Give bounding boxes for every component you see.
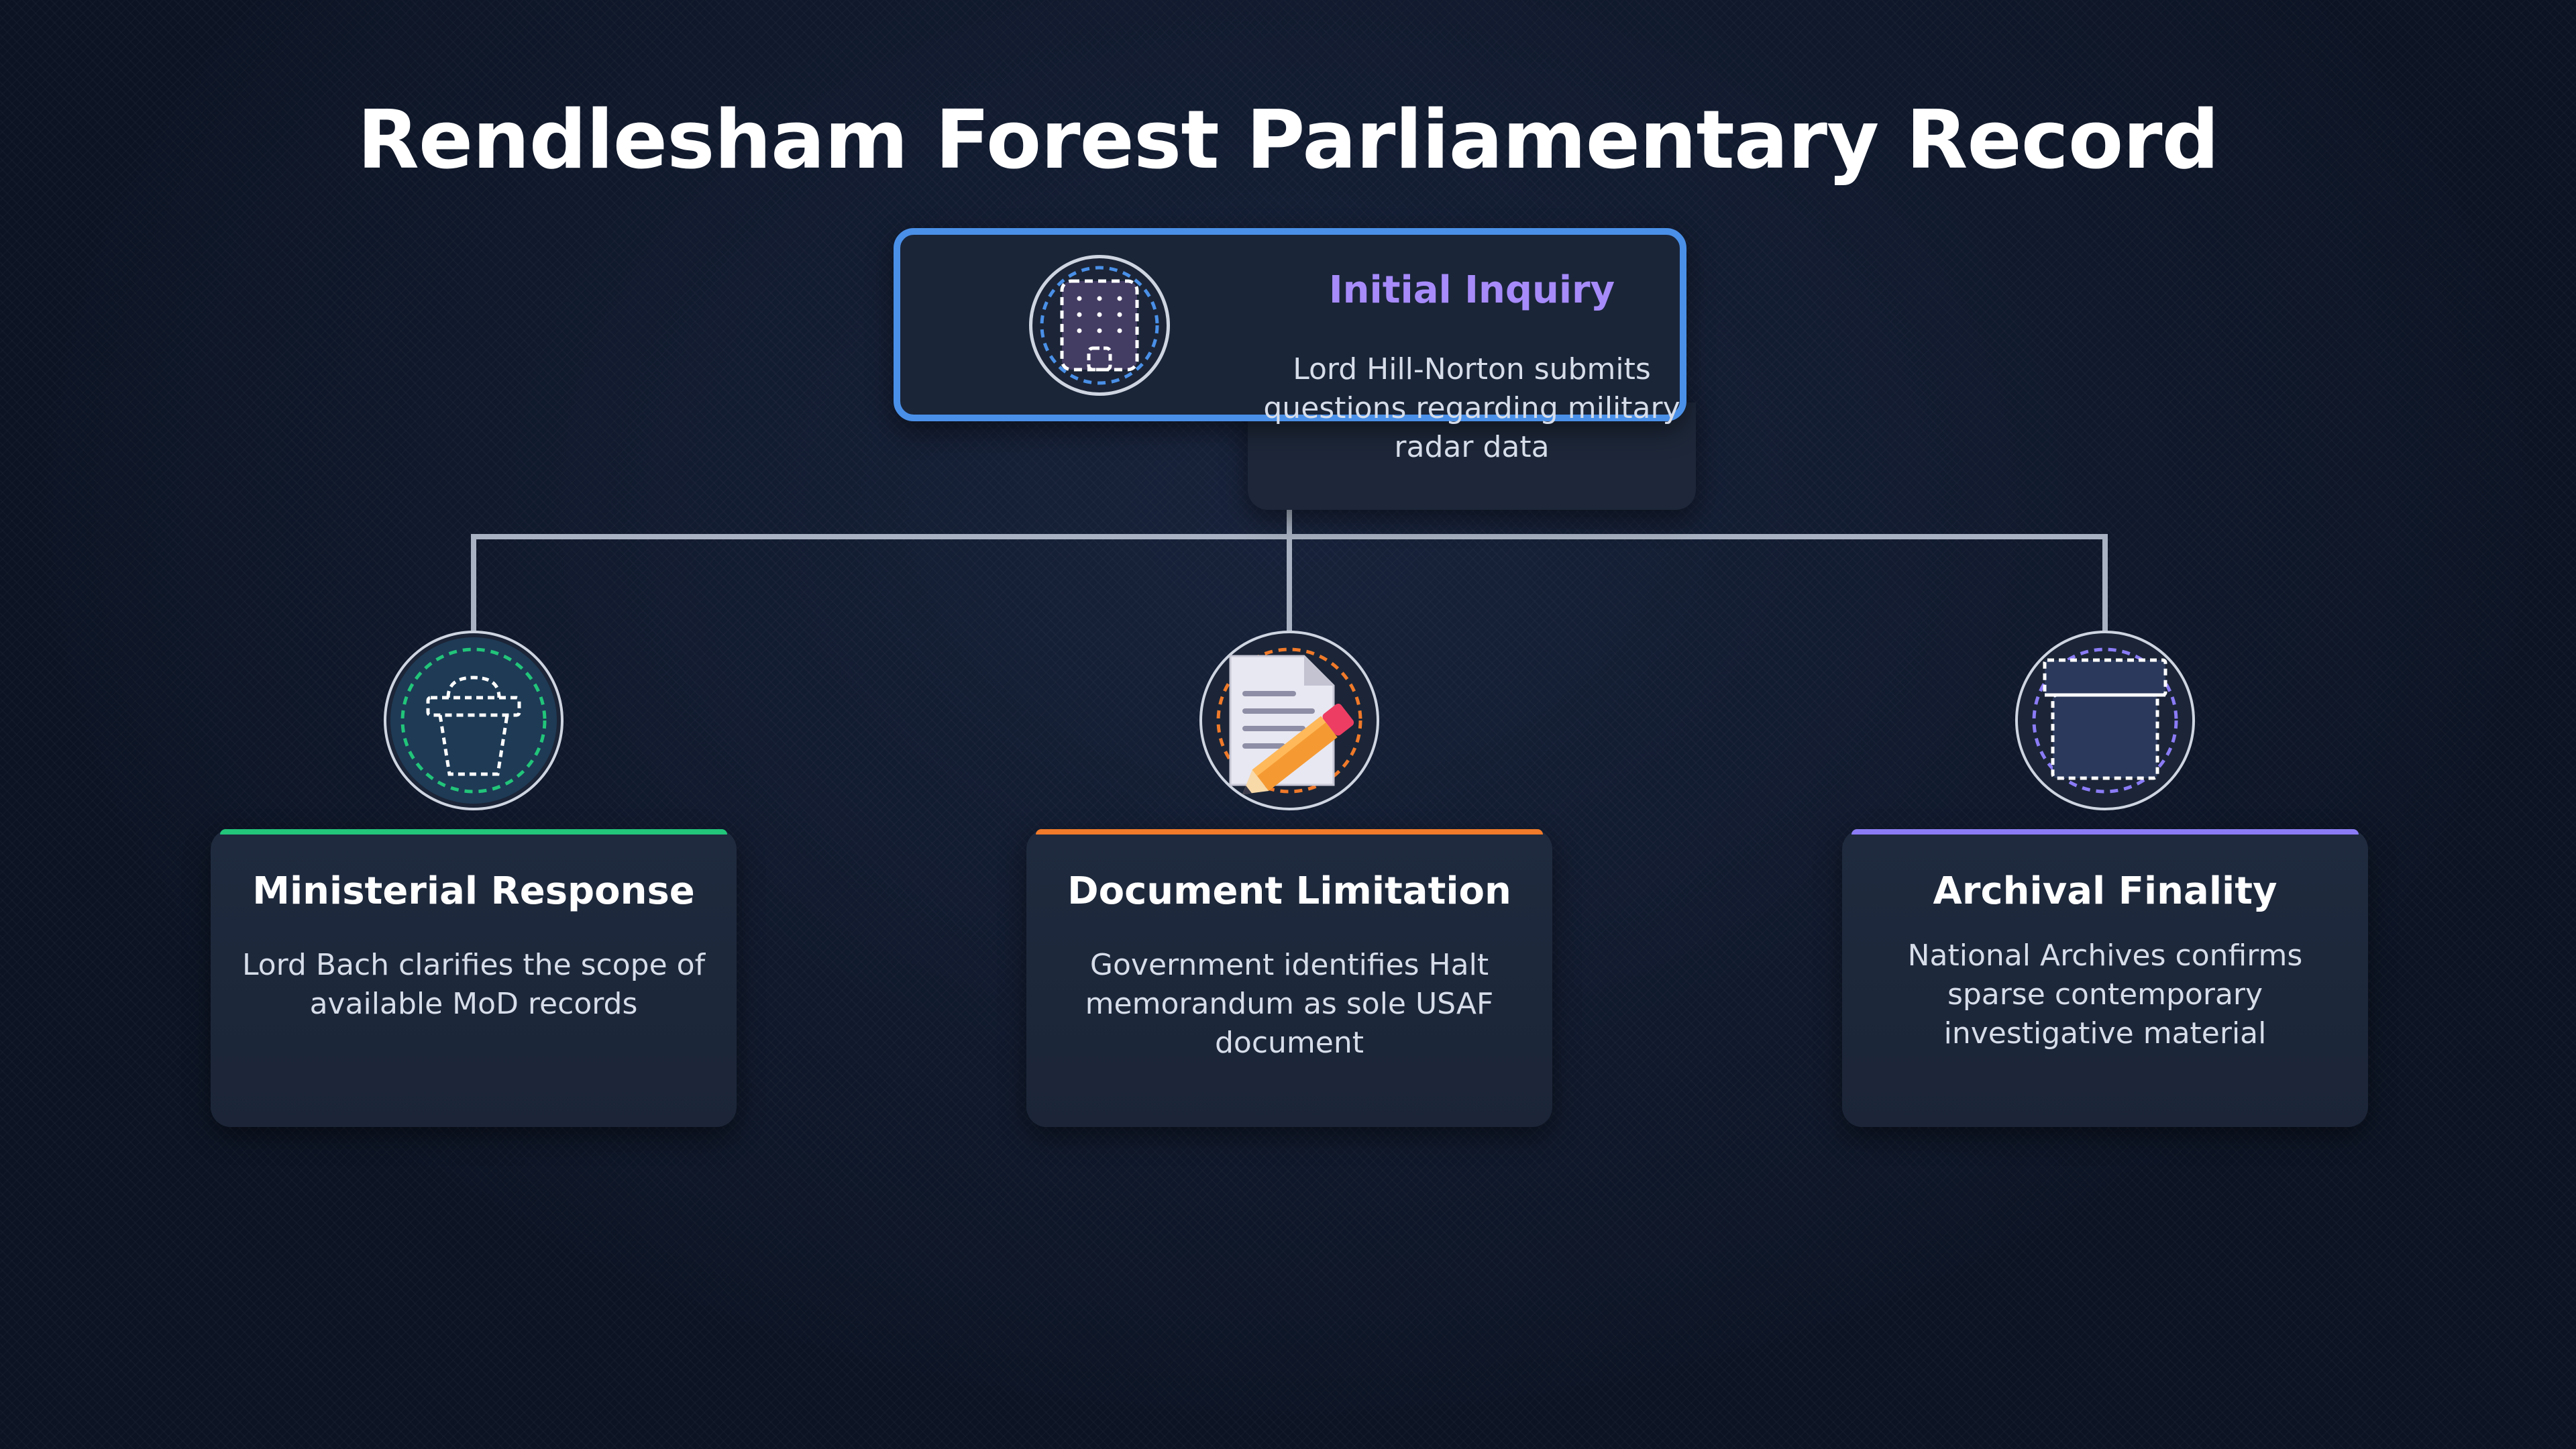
card-accent-bar [1036, 829, 1543, 835]
root-node-description: Lord Hill-Norton submits questions regar… [1263, 352, 1680, 464]
node-description: Lord Bach clarifies the scope of availab… [241, 948, 706, 1021]
node-description: National Archives confirms sparse contem… [1907, 938, 2303, 1051]
icon-circle-document [1199, 631, 1379, 810]
document-pencil-icon [1216, 647, 1362, 795]
page-title: Rendlesham Forest Parliamentary Record [357, 94, 2220, 187]
icon-circle-ministerial [384, 631, 564, 810]
podium-icon [390, 637, 557, 804]
building-icon [1040, 266, 1159, 385]
archive-box-icon [2032, 647, 2178, 794]
node-card-archival-finality[interactable]: Archival Finality National Archives conf… [1842, 829, 2368, 1127]
icon-circle-archival [2015, 631, 2195, 810]
node-title: Ministerial Response [252, 869, 695, 913]
card-accent-bar [220, 829, 727, 835]
root-node-card[interactable] [894, 228, 1686, 421]
node-card-ministerial-response[interactable]: Ministerial Response Lord Bach clarifies… [211, 829, 737, 1127]
root-node-title: Initial Inquiry [1328, 268, 1615, 312]
node-title: Archival Finality [1933, 869, 2277, 913]
node-title: Document Limitation [1067, 869, 1511, 913]
node-description: Government identifies Halt memorandum as… [1085, 948, 1494, 1060]
card-accent-bar [1851, 829, 2359, 835]
node-card-document-limitation[interactable]: Document Limitation Government identifie… [1026, 829, 1552, 1127]
root-icon-circle [1029, 255, 1170, 396]
